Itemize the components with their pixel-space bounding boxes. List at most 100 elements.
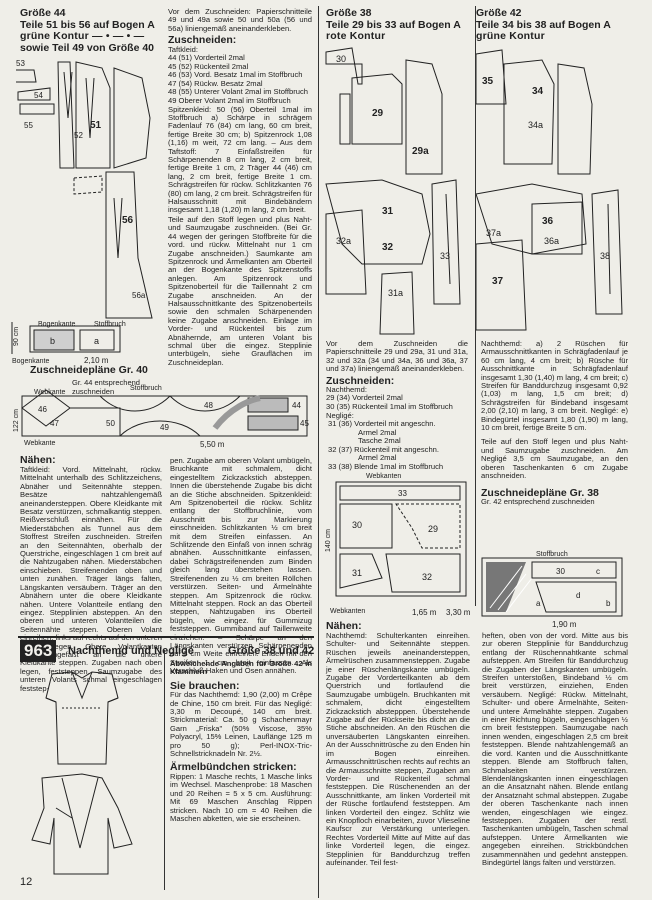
layout-piece: 48 xyxy=(204,401,213,410)
need-text: Für das Nachthemd: 1,90 (2,00) m Crêpe d… xyxy=(170,690,312,759)
layout-piece: b xyxy=(50,336,55,346)
stoffbruch-label: Stoffbruch xyxy=(130,385,162,392)
webkante-label: Webkante xyxy=(34,389,65,396)
project-details: Abweichende Angaben für Größe 42 in Klam… xyxy=(170,659,312,824)
layout-piece: a xyxy=(94,336,99,346)
piece-label: 31a xyxy=(388,288,403,298)
piece-label: 56a xyxy=(132,291,146,300)
piece-label: 52 xyxy=(74,131,83,140)
col2-intro: Vor dem Zuschneiden: Papierschnitteile 4… xyxy=(168,7,312,33)
layout-piece: 30 xyxy=(352,520,362,530)
col4-contour: grüne Kontur xyxy=(476,30,545,42)
cut-item: Armel 2mal xyxy=(358,453,397,463)
layout-piece: c xyxy=(596,567,600,576)
col4-header: Größe 42 Teile 34 bis 38 auf Bogen A grü… xyxy=(476,7,626,43)
column-divider xyxy=(475,6,476,606)
col3-text: Vor dem Zuschneiden die Papierschnitteil… xyxy=(326,339,468,472)
piece-label: 54 xyxy=(34,91,43,100)
col3-cut-heading: Zuschneiden: xyxy=(326,374,395,387)
dim-140: 140 cm xyxy=(325,529,332,552)
col3-cut-sub1: Nachthemd: xyxy=(326,385,367,395)
col1-contour: grüne Kontur — • — • — xyxy=(20,30,145,42)
col1-layout-title: Zuschneidepläne Gr. 40 xyxy=(30,364,148,376)
col3-size: Größe 38 xyxy=(326,7,372,19)
layout-piece: 30 xyxy=(556,567,565,576)
col3-contour: rote Kontur xyxy=(326,30,386,42)
cut-item: 44 (51) Vorderteil 2mal xyxy=(168,53,245,63)
cut-item: 46 (53) Vord. Besatz 1mal im Stoffbruch xyxy=(168,70,303,80)
col1-layout-note: Gr. 44 entsprechend zuschneiden xyxy=(72,378,140,396)
cut-item: 30 (35) Rückenteil 1mal im Stoffbruch xyxy=(326,402,453,412)
cuff-text: Rippen: 1 Masche rechts, 1 Masche links … xyxy=(170,771,312,823)
piece-label: 34a xyxy=(528,120,543,130)
layout-piece: 31 xyxy=(352,568,362,578)
project-number: 963 xyxy=(20,640,57,662)
layout-piece: 44 xyxy=(292,401,301,410)
layout-piece: d xyxy=(576,591,580,600)
stoffbruch-label: Stoffbruch xyxy=(536,551,568,558)
dim-190: 1,90 m xyxy=(552,620,577,629)
layout-piece: 33 xyxy=(398,489,407,498)
piece-label: 32a xyxy=(336,236,351,246)
col4-pattern-pieces: 35 34 34a 37a 36 37 36a 38 xyxy=(475,49,623,331)
col4-size: Größe 42 xyxy=(476,7,522,19)
col1-parts: Teile 51 bis 56 auf Bogen A xyxy=(20,18,155,31)
page-number: 12 xyxy=(20,876,33,888)
bogenkante-label2: Bogenkante xyxy=(12,358,50,365)
project-sizes: Größe 38 und 42 xyxy=(228,645,315,657)
webkanten-label2: Webkanten xyxy=(330,608,366,615)
cut-item: 49 Oberer Volant 2mal im Stoffbruch xyxy=(168,96,291,105)
piece-label: 38 xyxy=(600,251,610,261)
col3-parts: Teile 29 bis 33 auf Bogen A xyxy=(326,18,461,31)
layout-piece: 29 xyxy=(428,524,438,534)
col1-extra: sowie Teil 49 von Größe 40 xyxy=(20,41,155,54)
dim-165: 1,65 m xyxy=(412,608,437,617)
piece-label: 29a xyxy=(412,146,429,157)
col2-spitze2: Teile auf den Stoff legen und plus Naht-… xyxy=(168,214,312,367)
project-note: Abweichende Angaben für Größe 42 in Klam… xyxy=(170,659,312,677)
piece-label: 34 xyxy=(532,86,544,97)
layout-piece: 46 xyxy=(38,405,47,414)
col2-text: Vor dem Zuschneiden: Papierschnitteile 4… xyxy=(168,7,312,368)
col4-layout-note: Gr. 42 entsprechend zuschneiden xyxy=(481,496,595,506)
col4-layout-title: Zuschneidepläne Gr. 38 xyxy=(481,486,599,499)
col3-layout: Webkanten 33 30 29 31 32 140 cm xyxy=(325,473,467,597)
piece-label: 37a xyxy=(486,228,501,238)
layout-note-line: Gr. 44 entsprechend xyxy=(72,378,140,387)
naehen-right-col-b: heften, oben von der vord. Mitte aus bis… xyxy=(482,631,628,867)
col4-parts: Teile 34 bis 38 auf Bogen A xyxy=(476,18,611,31)
col2-spitze: Spitzenkleid: 50 (56) Oberteil 1mal im S… xyxy=(168,104,312,215)
cuff-heading: Ärmelbündchen stricken: xyxy=(170,761,297,774)
cut-item: 31 (36) Vorderteil mit angeschn. xyxy=(328,419,436,429)
col3-cut-list2: 31 (36) Vorderteil mit angeschn. Armel 2… xyxy=(326,419,468,472)
layout-piece: 50 xyxy=(106,419,115,428)
cut-item: 33 (38) Blende 1mal im Stoffbruch xyxy=(328,462,444,471)
layout-piece: 32 xyxy=(422,572,432,582)
dim-330: 3,30 m xyxy=(446,608,471,617)
piece-label: 29 xyxy=(372,108,384,119)
col3-cut-sub2: Negligé: xyxy=(326,410,354,420)
col1-pattern-pieces: 53 54 55 52 51 56 56a xyxy=(16,59,153,319)
layout-piece: 47 xyxy=(50,419,59,428)
project-rule xyxy=(18,636,314,638)
column-divider xyxy=(164,650,165,890)
col3-header: Größe 38 Teile 29 bis 33 auf Bogen A rot… xyxy=(326,7,466,43)
piece-label: 30 xyxy=(336,54,346,64)
piece-label: 33 xyxy=(440,251,450,261)
piece-label: 53 xyxy=(16,59,25,68)
bogenkante-label: Bogenkante xyxy=(38,321,75,328)
project-title: Nachthemd und Negligé xyxy=(68,645,194,657)
piece-label: 51 xyxy=(90,120,102,131)
naehen-heading-right: Nähen: xyxy=(326,620,362,632)
layout-piece: 45 xyxy=(300,419,309,428)
col1-size: Größe 44 xyxy=(20,7,66,19)
col1-header: Größe 44 Teile 51 bis 56 auf Bogen A grü… xyxy=(20,7,160,54)
col3-cut-list1: 29 (34) Vorderteil 2mal 30 (35) Rückente… xyxy=(326,394,468,411)
piece-label: 36a xyxy=(544,236,559,246)
layout-note-line: zuschneiden xyxy=(72,387,115,396)
piece-label: 55 xyxy=(24,121,33,130)
col4-main2: Teile auf den Stoff legen und plus Naht-… xyxy=(481,437,628,481)
stoffbruch-label: Stoffbruch xyxy=(94,321,126,328)
piece-label: 56 xyxy=(122,215,134,226)
col4-layout: Stoffbruch 30 c d a b xyxy=(481,551,623,617)
